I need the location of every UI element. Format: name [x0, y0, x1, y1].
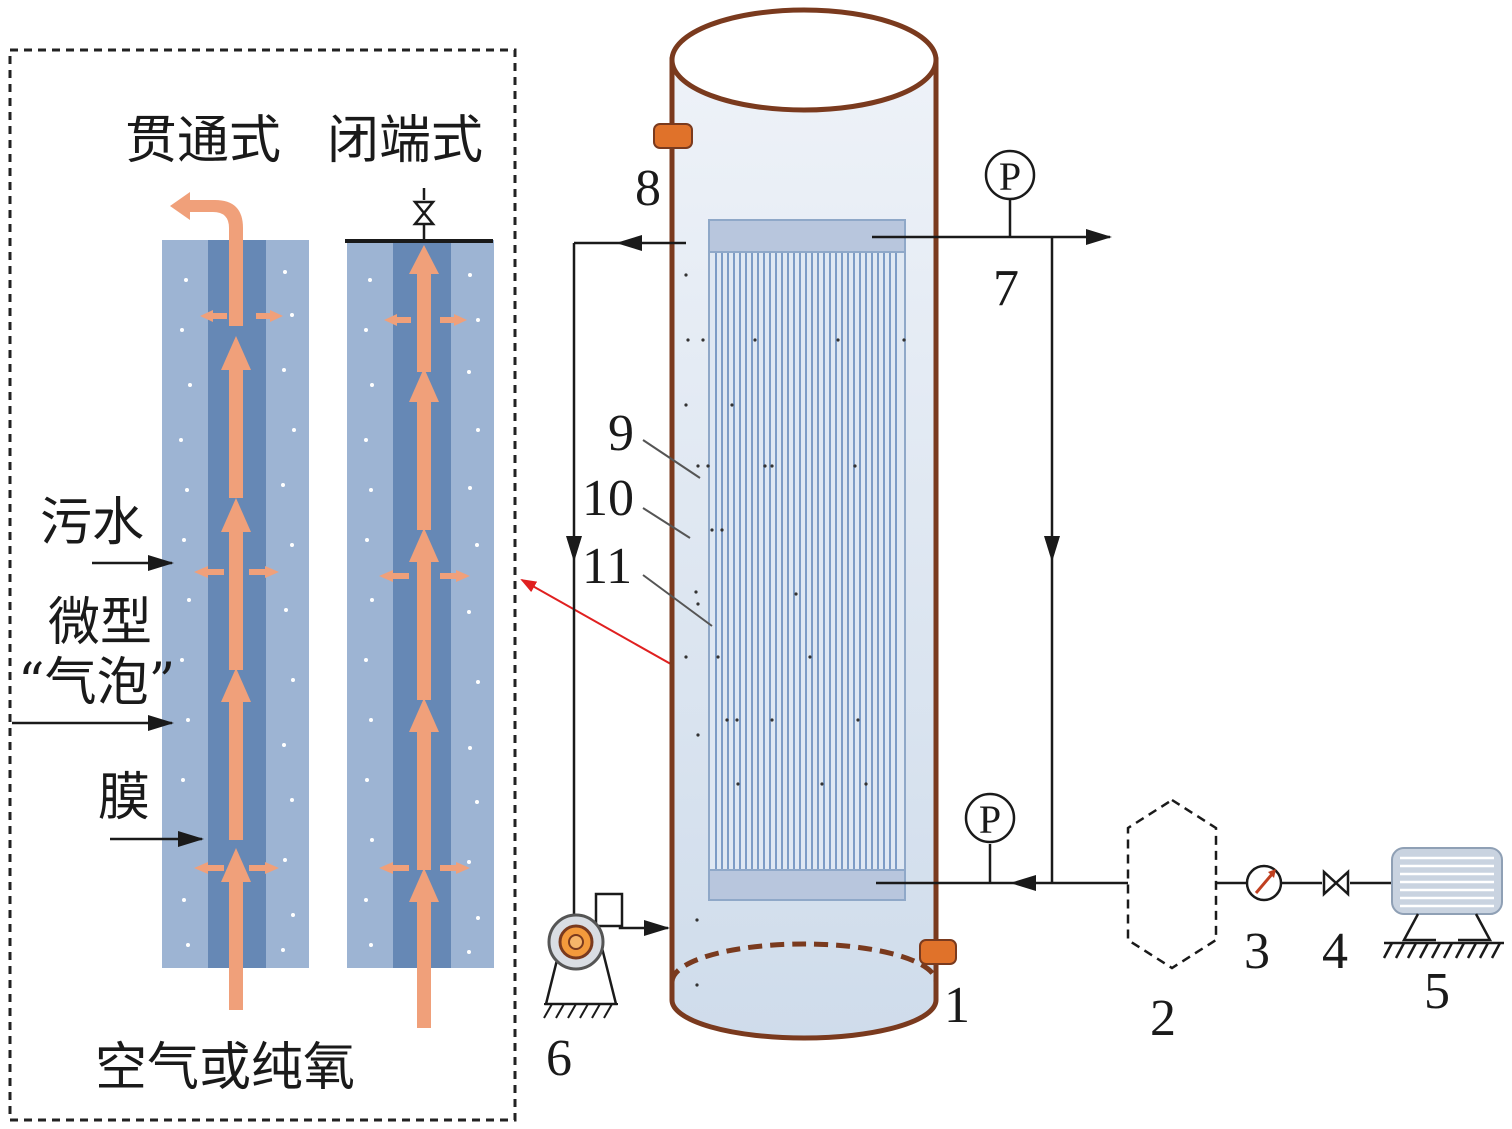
- piping: [566, 200, 1392, 936]
- label-leader-lines: [642, 439, 713, 627]
- label-sewage: 污水: [40, 493, 144, 553]
- label-2: 2: [1150, 990, 1176, 1047]
- dead-end-valve-icon: [412, 188, 436, 241]
- label-membrane: 膜: [98, 768, 150, 828]
- label-10: 10: [582, 470, 634, 527]
- dead-end-gas-flow-arrows: [379, 245, 470, 1028]
- label-micro-line2: “气泡”: [18, 653, 175, 713]
- inset-panel: 贯通式 闭端式: [8, 48, 517, 1122]
- bottom-diffuser: [669, 941, 939, 983]
- pressure-gauge-bottom: P: [964, 792, 1016, 844]
- label-5: 5: [1424, 963, 1450, 1020]
- membrane-module: [684, 219, 906, 987]
- label-11: 11: [582, 538, 632, 595]
- module-bottom-header: [708, 869, 906, 901]
- label-8: 8: [635, 160, 661, 217]
- reactor-tank: [653, 7, 957, 1041]
- through-type-membrane: [162, 192, 309, 1010]
- label-7: 7: [993, 260, 1019, 317]
- label-9: 9: [608, 405, 634, 462]
- label-3: 3: [1244, 923, 1270, 980]
- circulation-pump-icon: [543, 892, 624, 1019]
- label-micro-line1: 微型: [48, 593, 152, 653]
- label-4: 4: [1322, 923, 1348, 980]
- title-through-type: 贯通式: [125, 111, 281, 171]
- flowmeter-icon: [1245, 864, 1283, 902]
- air-compressor-icon: [1382, 847, 1504, 959]
- pressure-gauge-top: P: [984, 149, 1036, 201]
- sampling-port-top: [653, 123, 693, 149]
- label-1: 1: [944, 977, 970, 1034]
- dead-end-membrane: [345, 188, 494, 1028]
- humidifier-hexagon: [1126, 798, 1218, 970]
- title-dead-end-type: 闭端式: [327, 111, 483, 171]
- inset-dashed-border: [8, 48, 517, 1122]
- label-gas-supply: 空气或纯氧: [95, 1038, 355, 1098]
- valve-icon: [1322, 869, 1350, 897]
- svg-text:P: P: [999, 154, 1021, 199]
- sampling-port-bottom: [919, 939, 957, 965]
- svg-text:P: P: [979, 797, 1001, 842]
- gas-flow-arrows: [170, 192, 283, 1010]
- label-6: 6: [546, 1030, 572, 1087]
